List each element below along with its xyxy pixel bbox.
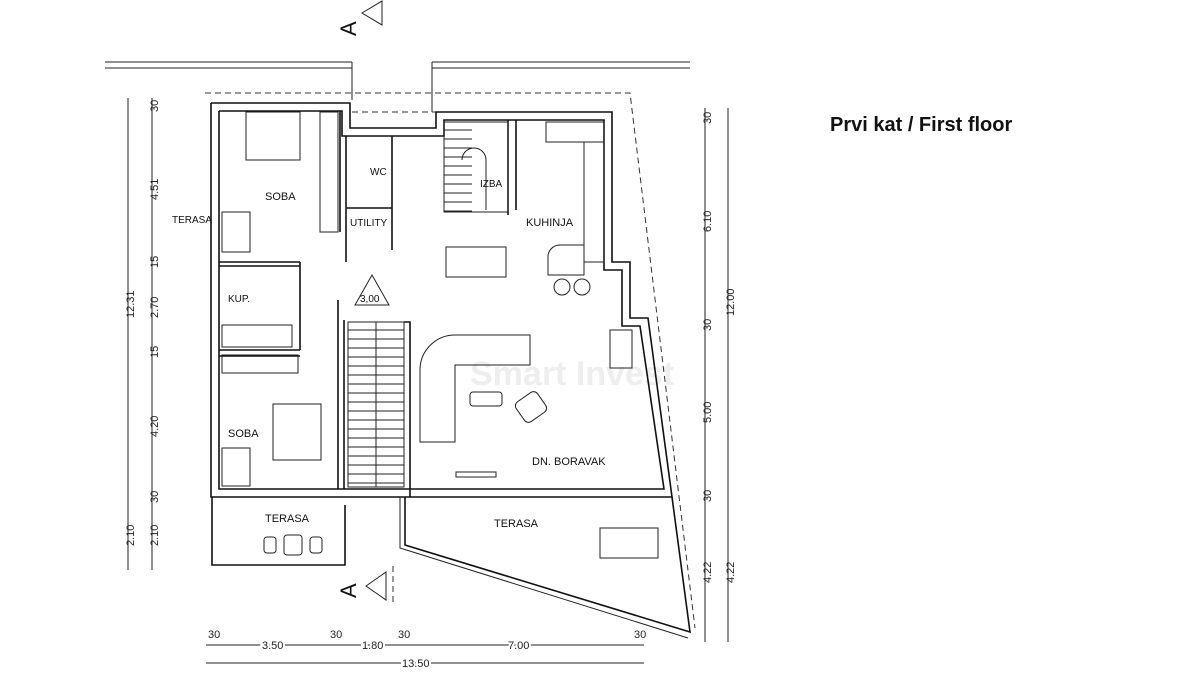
- svg-text:30: 30: [330, 629, 342, 641]
- watermark: Smart Invest: [470, 355, 674, 393]
- room-label: SOBA: [228, 428, 259, 440]
- desk-top: [221, 211, 251, 253]
- sofa: [419, 334, 531, 443]
- wardrobe-bottom: [221, 354, 299, 374]
- room-label: TERASA: [172, 215, 212, 226]
- svg-text:5.00: 5.00: [702, 402, 714, 423]
- svg-text:4.51: 4.51: [149, 179, 161, 200]
- washbasins: [221, 324, 293, 348]
- desk-bottom: [221, 447, 251, 487]
- svg-text:30: 30: [208, 629, 220, 641]
- svg-text:7.00: 7.00: [508, 640, 529, 652]
- level-label: 3,00: [360, 294, 380, 305]
- svg-text:4.22: 4.22: [702, 562, 714, 583]
- furniture: [221, 111, 659, 559]
- svg-text:2.10: 2.10: [149, 525, 161, 546]
- plan-title: Prvi kat / First floor: [830, 114, 1013, 136]
- room-label: SOBA: [265, 191, 296, 203]
- armchair: [514, 391, 548, 423]
- kitchen-counter-side: [583, 141, 605, 263]
- staircase: [347, 121, 509, 488]
- svg-text:6.10: 6.10: [702, 211, 714, 232]
- terrace-table: [599, 527, 659, 559]
- svg-text:A: A: [336, 21, 361, 36]
- level-marker-triangle: [354, 273, 390, 306]
- room-label: UTILITY: [350, 218, 388, 229]
- room-label: WC: [370, 167, 387, 178]
- svg-text:30: 30: [149, 491, 161, 503]
- coffee-table: [469, 391, 503, 407]
- svg-text:2.10: 2.10: [125, 525, 137, 546]
- svg-text:30: 30: [702, 490, 714, 502]
- room-label: IZBA: [480, 179, 503, 190]
- svg-text:15: 15: [149, 346, 161, 358]
- svg-text:4.22: 4.22: [725, 562, 737, 583]
- svg-text:A: A: [336, 583, 361, 598]
- room-label: TERASA: [265, 513, 310, 525]
- room-label: KUP.: [228, 294, 250, 305]
- svg-text:30: 30: [702, 319, 714, 331]
- bed-top: [245, 111, 301, 161]
- wardrobe-top: [319, 111, 339, 233]
- bed-bottom: [272, 403, 322, 461]
- svg-text:30: 30: [149, 100, 161, 112]
- svg-text:30: 30: [634, 629, 646, 641]
- room-label: KUHINJA: [526, 217, 574, 229]
- room-label: TERASA: [494, 518, 539, 530]
- svg-text:15: 15: [149, 256, 161, 268]
- kitchen-counter-top: [545, 121, 605, 143]
- svg-text:12.31: 12.31: [125, 290, 137, 318]
- section-marker-top: A: [336, 0, 383, 36]
- svg-text:1.80: 1.80: [362, 640, 383, 652]
- section-marker-bottom: A: [336, 566, 394, 606]
- kitchen-island: [547, 244, 585, 276]
- dimensions-right: 30 6.10 30 5.00 30 4.22 4.22 12.00: [702, 108, 737, 642]
- svg-text:13.50: 13.50: [402, 658, 430, 670]
- tv: [455, 471, 497, 478]
- dining-table: [445, 246, 507, 278]
- svg-text:4.20: 4.20: [149, 416, 161, 437]
- svg-text:2.70: 2.70: [149, 297, 161, 318]
- dimensions-bottom: 30 3.50 30 1.80 30 7.00 30 13.50: [206, 629, 646, 672]
- roof-lines: [105, 61, 696, 629]
- svg-text:3.50: 3.50: [262, 640, 283, 652]
- svg-text:30: 30: [702, 112, 714, 124]
- svg-text:12.00: 12.00: [725, 288, 737, 316]
- fireplace: [609, 329, 633, 369]
- svg-text:30: 30: [398, 629, 410, 641]
- room-label: DN. BORAVAK: [532, 456, 606, 468]
- dimensions-left: 30 4.51 15 2.70 15 4.20 30 2.10 2.10 12.…: [125, 98, 161, 570]
